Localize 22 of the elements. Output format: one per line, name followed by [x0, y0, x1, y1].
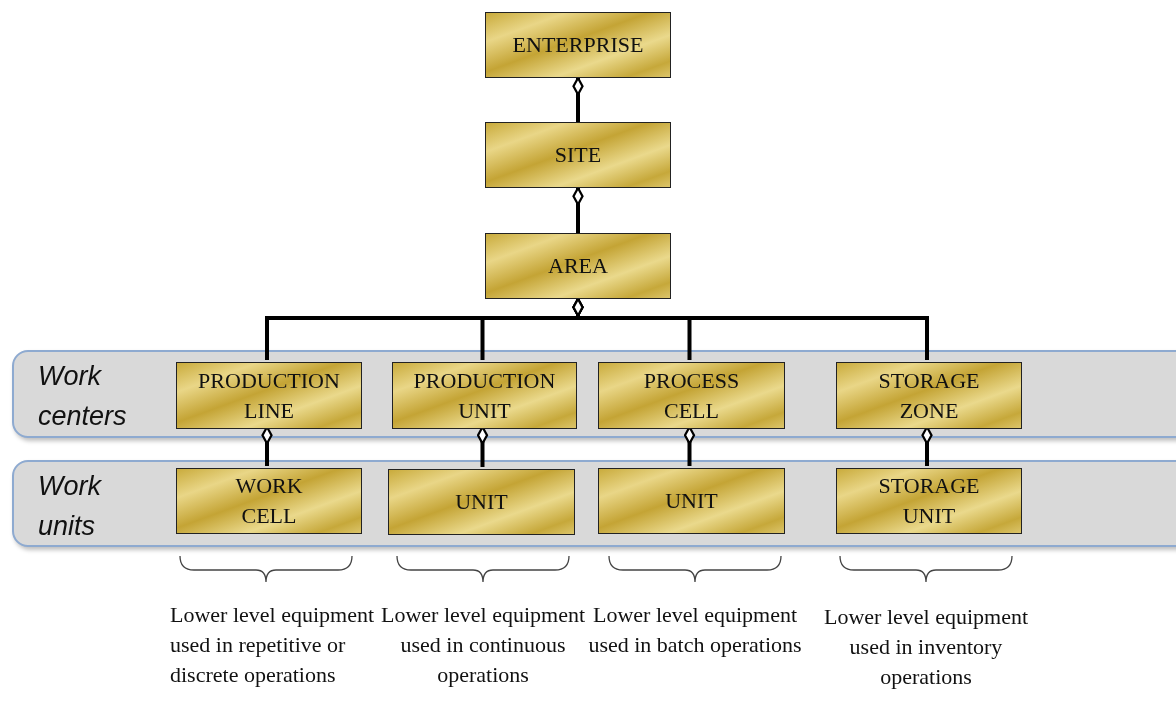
aggregation-connector [572, 297, 929, 360]
equipment-box: STORAGE ZONE [836, 362, 1022, 429]
level-band [12, 460, 1176, 547]
equipment-box: UNIT [598, 468, 785, 534]
band-title: Work units [38, 470, 101, 543]
equipment-box: SITE [485, 122, 671, 188]
equipment-box: PROCESS CELL [598, 362, 785, 429]
equipment-box: WORK CELL [176, 468, 362, 534]
equipment-box: PRODUCTION LINE [176, 362, 362, 429]
equipment-box: AREA [485, 233, 671, 299]
equipment-box: ENTERPRISE [485, 12, 671, 78]
aggregation-connector [572, 186, 584, 233]
level-band [12, 350, 1176, 438]
aggregation-connector [572, 76, 584, 122]
band-title: Work centers [38, 360, 127, 433]
note-text: Lower level equipment used in continuous operations [379, 601, 586, 689]
equipment-box: STORAGE UNIT [836, 468, 1022, 534]
note-text: Lower level equipment used in repetitive or discrete operations [170, 601, 376, 689]
note-text: Lower level equipment used in inventory operations [822, 603, 1029, 691]
equipment-box: UNIT [388, 469, 575, 535]
note-text: Lower level equipment used in batch operations [588, 601, 802, 659]
equipment-box: PRODUCTION UNIT [392, 362, 577, 429]
